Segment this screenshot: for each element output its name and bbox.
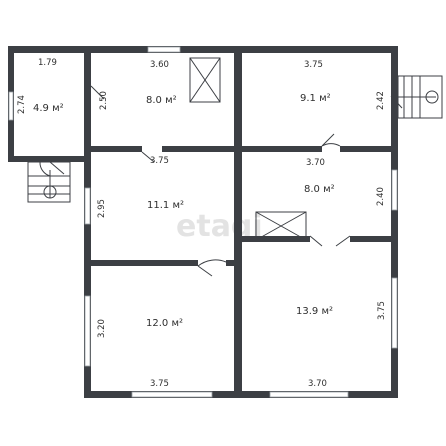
room-middle-right-area: 8.0 м²	[304, 184, 335, 195]
room-middle-left-height: 2.95	[97, 199, 107, 218]
windows	[8, 46, 398, 398]
room-bottom-right-height: 3.75	[377, 301, 387, 320]
room-bottom-right-area: 13.9 м²	[296, 306, 333, 317]
room-middle-right-width: 3.70	[306, 158, 325, 168]
room-top-middle-height: 2.50	[99, 91, 109, 110]
room-top-right-height: 2.42	[376, 91, 386, 110]
room-bottom-left-height: 3.20	[97, 319, 107, 338]
room-bottom-right-width: 3.70	[308, 379, 327, 389]
room-top-right-area: 9.1 м²	[300, 93, 331, 104]
doors	[39, 85, 403, 277]
room-top-middle-area: 8.0 м²	[146, 95, 177, 106]
room-top-middle-width: 3.60	[150, 60, 169, 70]
chimney-middle	[255, 211, 307, 241]
room-middle-right-height: 2.40	[376, 187, 386, 206]
room-top-right-width: 3.75	[304, 60, 323, 70]
stairs-right	[397, 75, 443, 119]
room-middle-left-width: 3.75	[150, 156, 169, 166]
stairs-left	[27, 161, 71, 203]
vestibule-width: 1.79	[38, 58, 57, 68]
room-bottom-left-width: 3.75	[150, 379, 169, 389]
room-middle-left-area: 11.1 м²	[147, 200, 184, 211]
vestibule-area: 4.9 м²	[33, 103, 64, 114]
chimney-top	[189, 57, 221, 103]
room-bottom-left-area: 12.0 м²	[146, 318, 183, 329]
vestibule-height: 2.74	[17, 95, 27, 114]
